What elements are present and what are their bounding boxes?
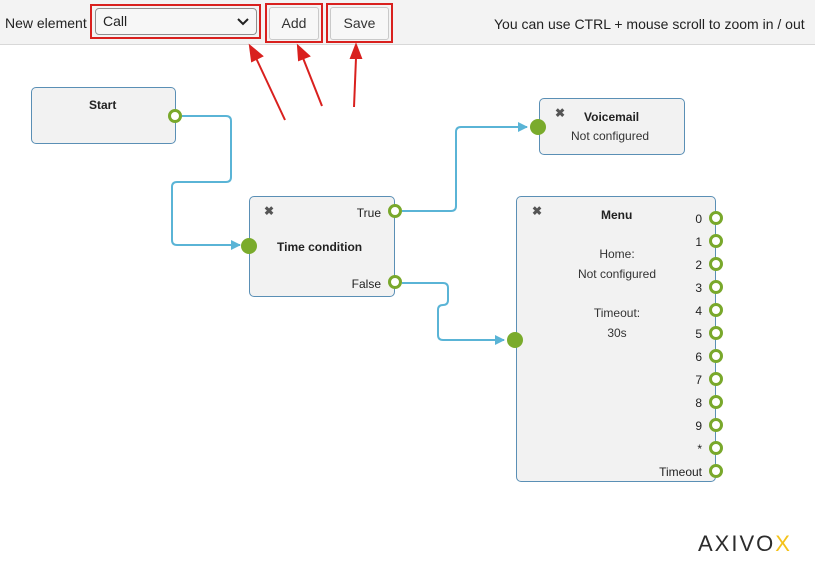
time-condition-title: Time condition [277, 240, 363, 254]
time-condition-input-port[interactable] [241, 238, 257, 254]
menu-output-port-4[interactable] [709, 303, 723, 317]
menu-title: Menu [601, 208, 633, 222]
menu-output-label-5: 5 [695, 327, 702, 341]
start-node[interactable]: Start [31, 87, 176, 144]
time-condition-node[interactable]: ✖ Time condition True False [249, 196, 395, 297]
zoom-hint: You can use CTRL + mouse scroll to zoom … [494, 16, 805, 32]
add-highlight [265, 3, 323, 43]
menu-output-port-0[interactable] [709, 211, 723, 225]
select-highlight [90, 4, 261, 39]
menu-output-port-1[interactable] [709, 234, 723, 248]
false-output-port[interactable] [388, 275, 402, 289]
menu-output-label-4: 4 [695, 304, 702, 318]
start-output-port[interactable] [168, 109, 182, 123]
menu-timeout-label: Timeout: [593, 306, 641, 320]
close-icon[interactable]: ✖ [264, 204, 275, 218]
element-type-select[interactable]: Call [95, 8, 257, 35]
start-node-title: Start [89, 98, 117, 112]
chevron-down-icon [237, 18, 249, 26]
voicemail-input-port[interactable] [530, 119, 546, 135]
add-button[interactable]: Add [269, 7, 319, 40]
voicemail-node[interactable]: ✖ Voicemail Not configured [539, 98, 685, 155]
menu-home-value: Not configured [577, 267, 657, 281]
true-output-port[interactable] [388, 204, 402, 218]
menu-output-label-7: 7 [695, 373, 702, 387]
menu-output-port-5[interactable] [709, 326, 723, 340]
menu-output-port-8[interactable] [709, 395, 723, 409]
menu-output-label-9: 9 [695, 419, 702, 433]
close-icon[interactable]: ✖ [532, 204, 543, 218]
menu-node[interactable]: ✖ Menu Home: Not configured Timeout: 30s… [516, 196, 716, 482]
menu-output-port-star[interactable] [709, 441, 723, 455]
menu-output-label-star: * [697, 442, 702, 456]
annotation-arrows [248, 42, 363, 121]
true-output-label: True [356, 206, 381, 220]
menu-timeout-value: 30s [607, 326, 627, 340]
select-value: Call [103, 13, 128, 29]
connector-start-to-time-condition[interactable] [171, 115, 241, 250]
menu-output-label-1: 1 [695, 235, 702, 249]
save-highlight [326, 3, 393, 43]
menu-home-label: Home: [599, 247, 635, 261]
menu-output-label-6: 6 [695, 350, 702, 364]
menu-input-port[interactable] [507, 332, 523, 348]
menu-output-label-2: 2 [695, 258, 702, 272]
new-element-label: New element [5, 15, 87, 31]
menu-output-port-7[interactable] [709, 372, 723, 386]
menu-output-label-timeout: Timeout [659, 465, 702, 479]
menu-output-label-0: 0 [695, 212, 702, 226]
connector-false-to-menu[interactable] [402, 282, 505, 345]
connector-true-to-voicemail[interactable] [402, 122, 528, 212]
menu-output-label-3: 3 [695, 281, 702, 295]
menu-output-label-8: 8 [695, 396, 702, 410]
voicemail-status: Not configured [571, 129, 650, 143]
false-output-label: False [351, 277, 381, 291]
save-button[interactable]: Save [330, 7, 389, 40]
axivox-logo: AXIVOX [698, 531, 792, 556]
voicemail-title: Voicemail [584, 110, 640, 124]
menu-output-port-9[interactable] [709, 418, 723, 432]
menu-output-port-timeout[interactable] [709, 464, 723, 478]
menu-output-port-3[interactable] [709, 280, 723, 294]
toolbar: New element Call Add Save You can use CT… [0, 0, 815, 45]
menu-output-port-6[interactable] [709, 349, 723, 363]
close-icon[interactable]: ✖ [555, 106, 566, 120]
menu-output-port-2[interactable] [709, 257, 723, 271]
